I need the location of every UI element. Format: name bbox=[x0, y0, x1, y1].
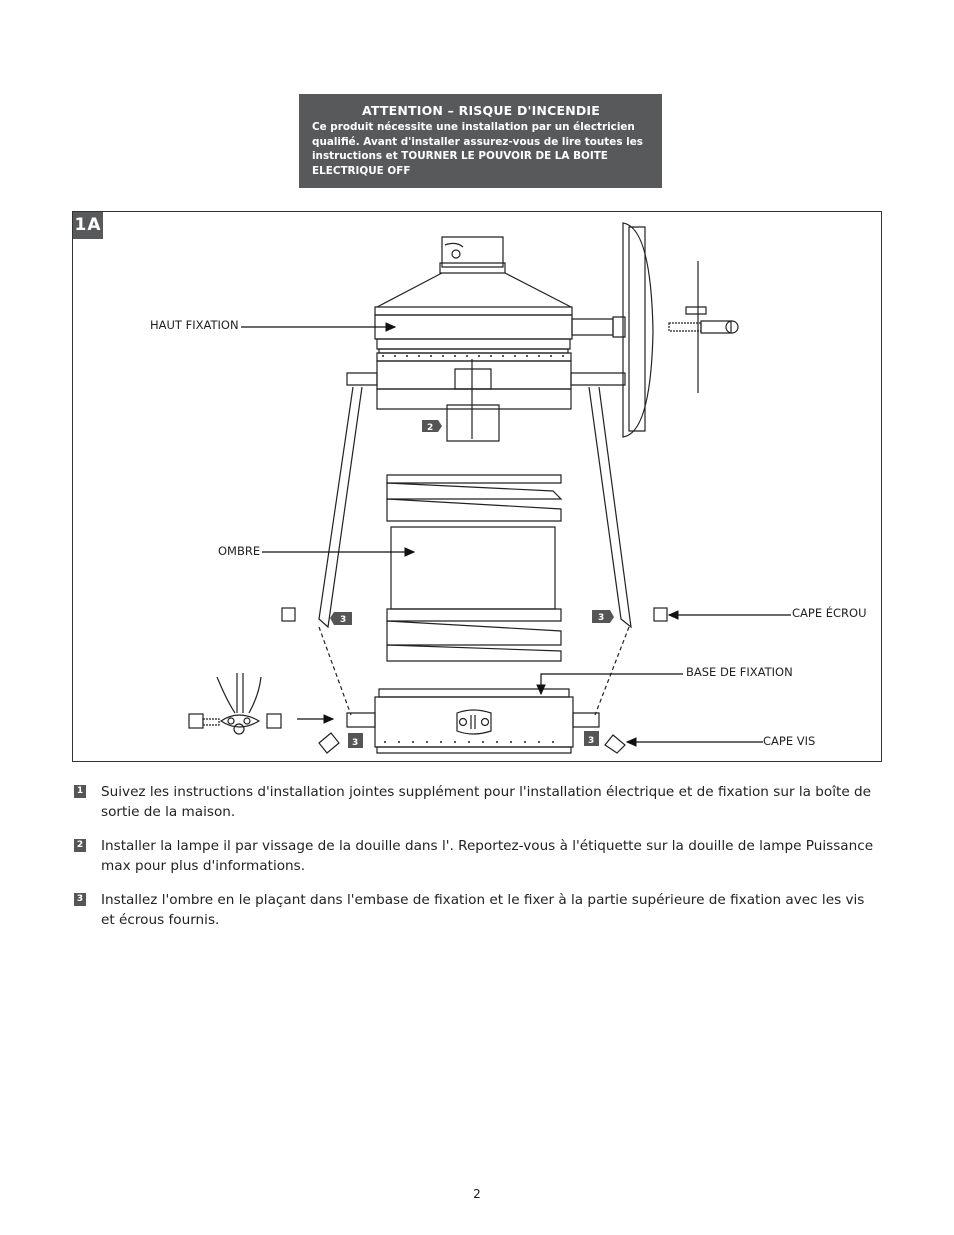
label-ombre: OMBRE bbox=[218, 544, 261, 558]
page-number: 2 bbox=[473, 1187, 481, 1201]
callout-3: 3 bbox=[588, 736, 594, 746]
callout-3: 3 bbox=[340, 615, 346, 625]
label-cape-vis: CAPE VIS bbox=[763, 734, 816, 748]
warning-line: instructions et TOURNER LE POUVOIR DE LA… bbox=[312, 150, 608, 162]
base-fixation-leader bbox=[536, 673, 683, 696]
lantern-drawing: 2 3 3 3 3 bbox=[188, 222, 791, 754]
label-haut-fixation: HAUT FIXATION bbox=[150, 318, 239, 332]
callout-3: 3 bbox=[352, 738, 358, 748]
warning-line: qualifié. Avant d'installer assurez-vous… bbox=[312, 135, 643, 148]
warning-title: ATTENTION – RISQUE D'INCENDIE bbox=[361, 103, 601, 118]
warning-line: Ce produit nécessite une installation pa… bbox=[312, 121, 635, 133]
label-cape-ecrou: CAPE ÉCROU bbox=[792, 606, 867, 620]
installation-diagram: 2 3 3 3 3 bbox=[72, 211, 882, 762]
step-2: 2 Installer la lampe il par vissage de l… bbox=[74, 836, 874, 876]
step-number: 1 bbox=[74, 785, 86, 798]
label-base-fixation: BASE DE FIXATION bbox=[686, 665, 793, 679]
step-text: Suivez les instructions d'installation j… bbox=[101, 784, 872, 820]
step-text: Installez l'ombre en le plaçant dans l'e… bbox=[101, 892, 865, 928]
step-number: 3 bbox=[74, 893, 86, 906]
step-1: 1 Suivez les instructions d'installation… bbox=[74, 782, 874, 822]
warning-line: ELECTRIQUE OFF bbox=[312, 164, 411, 177]
fire-warning-box: ATTENTION – RISQUE D'INCENDIE Ce produit… bbox=[299, 94, 662, 188]
callout-2: 2 bbox=[427, 423, 433, 433]
step-text: Installer la lampe il par vissage de la … bbox=[101, 838, 874, 874]
callout-badges bbox=[330, 420, 614, 748]
callout-3: 3 bbox=[598, 613, 604, 623]
step-3: 3 Installez l'ombre en le plaçant dans l… bbox=[74, 890, 874, 930]
figure-tag: 1A bbox=[73, 212, 103, 239]
step-number: 2 bbox=[74, 839, 86, 852]
